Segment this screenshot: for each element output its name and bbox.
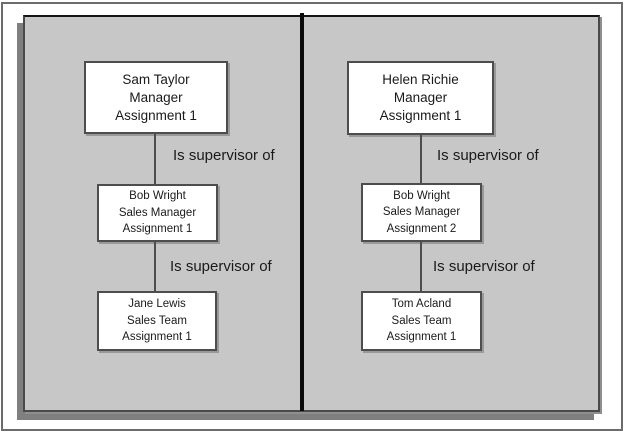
edge-label-supervisor: Is supervisor of: [433, 258, 535, 275]
person-name: Bob Wright: [129, 190, 186, 203]
person-assignment: Assignment 1: [386, 331, 457, 344]
person-role: Manager: [393, 90, 448, 105]
person-node-tom-acland: Tom Acland Sales Team Assignment 1: [361, 291, 482, 351]
edge-label-supervisor: Is supervisor of: [173, 147, 275, 164]
person-node-jane-lewis: Jane Lewis Sales Team Assignment 1: [97, 291, 217, 351]
person-assignment: Assignment 1: [115, 107, 197, 123]
connector-line: [420, 242, 422, 291]
connector-line: [154, 134, 156, 184]
person-node-helen-richie: Helen Richie Manager Assignment 1: [347, 61, 494, 135]
connector-line: [420, 135, 422, 183]
person-role: Sales Team: [127, 314, 187, 327]
person-name: Sam Taylor: [122, 71, 190, 87]
person-assignment: Assignment 1: [122, 223, 193, 236]
person-node-bob-wright-1: Bob Wright Sales Manager Assignment 1: [97, 184, 218, 242]
person-assignment: Assignment 2: [386, 222, 457, 235]
person-name: Jane Lewis: [128, 298, 186, 311]
person-assignment: Assignment 1: [379, 108, 462, 123]
person-node-sam-taylor: Sam Taylor Manager Assignment 1: [84, 61, 228, 134]
person-assignment: Assignment 1: [122, 331, 192, 344]
edge-label-supervisor: Is supervisor of: [437, 147, 539, 164]
tree-divider-line: [300, 13, 304, 411]
person-role: Sales Manager: [382, 206, 461, 219]
connector-line: [154, 242, 156, 291]
person-name: Helen Richie: [382, 72, 459, 87]
person-role: Sales Team: [391, 314, 452, 327]
person-role: Sales Manager: [118, 206, 197, 219]
person-name: Tom Acland: [391, 298, 452, 311]
person-role: Manager: [129, 89, 183, 105]
edge-label-supervisor: Is supervisor of: [170, 258, 272, 275]
person-node-bob-wright-2: Bob Wright Sales Manager Assignment 2: [361, 183, 482, 242]
person-name: Bob Wright: [393, 189, 450, 202]
window-frame: [1, 2, 623, 431]
